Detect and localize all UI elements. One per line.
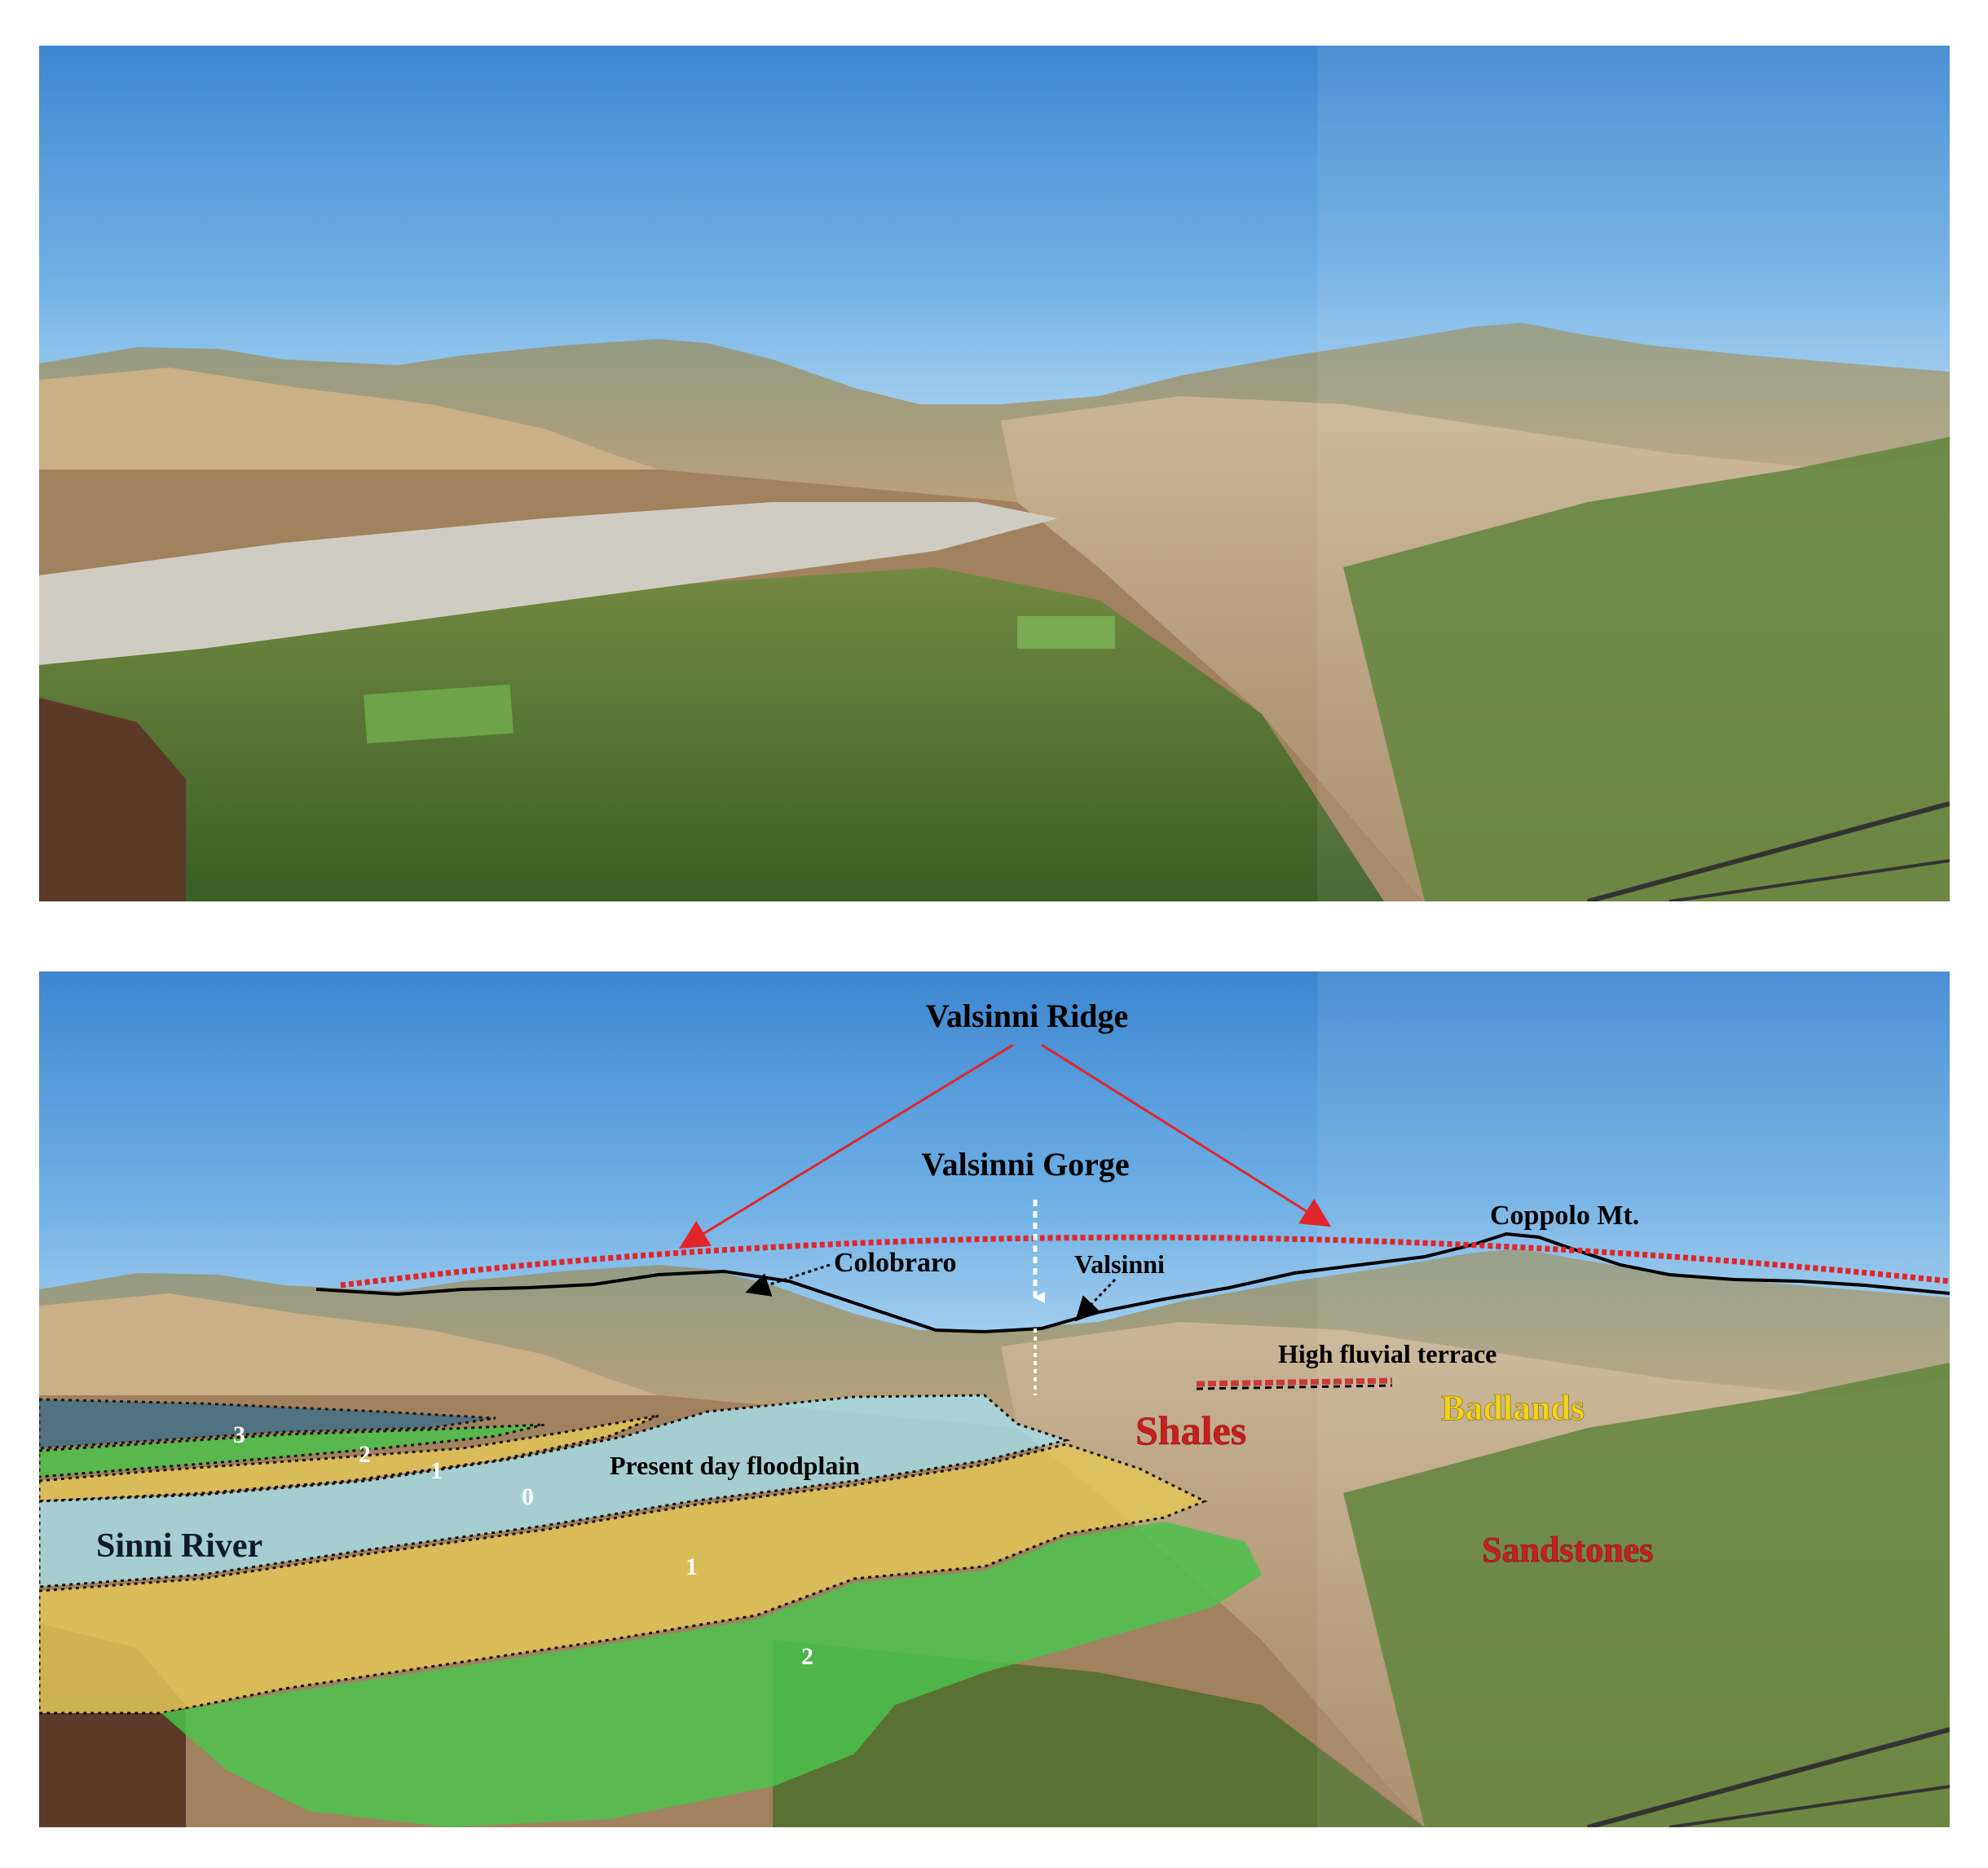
ridge-arrow-right	[1041, 1043, 1332, 1227]
vegetation-right	[1343, 437, 1950, 901]
label-valsinni-ridge: Valsinni Ridge	[926, 998, 1129, 1034]
panorama-photo-annotated: Valsinni Ridge Valsinni Gorge Coppolo Mt…	[39, 971, 1950, 1827]
label-high-fluvial-terrace: High fluvial terrace	[1278, 1339, 1497, 1368]
label-terrace-3: 3	[233, 1421, 245, 1448]
landscape-photo	[39, 46, 1950, 901]
label-valsinni-gorge: Valsinni Gorge	[921, 1146, 1129, 1183]
left-hills	[39, 368, 659, 486]
railing	[1668, 859, 1950, 901]
colobraro-arrow	[745, 1263, 831, 1297]
label-terrace-2-upper: 2	[359, 1441, 371, 1468]
valsinni-arrow	[1074, 1278, 1117, 1322]
railing	[1587, 1727, 1950, 1827]
terrace-3-area	[39, 1398, 496, 1450]
label-shales: Shales	[1135, 1408, 1246, 1453]
railing	[1668, 1785, 1950, 1827]
label-valsinni: Valsinni	[1074, 1249, 1165, 1279]
label-present-day-floodplain: Present day floodplain	[610, 1451, 860, 1480]
label-sandstones: Sandstones	[1482, 1530, 1653, 1570]
label-terrace-1-upper: 1	[430, 1457, 443, 1484]
label-terrace-0: 0	[522, 1483, 534, 1510]
label-badlands: Badlands	[1441, 1388, 1585, 1428]
railing	[1587, 801, 1950, 901]
label-terrace-2-lower: 2	[801, 1643, 813, 1670]
label-coppolo-mt: Coppolo Mt.	[1490, 1201, 1639, 1231]
terrace-1-lower-area	[39, 1443, 1208, 1715]
terrace-2-lower-area	[161, 1522, 1262, 1827]
floodplain-area	[39, 1394, 1071, 1588]
high-fluvial-terrace-marker	[1196, 1377, 1393, 1387]
ridge-profile-line	[315, 1231, 1950, 1334]
annotated-landscape: Valsinni Ridge Valsinni Gorge Coppolo Mt…	[39, 971, 1950, 1827]
field	[364, 684, 514, 744]
field	[1017, 616, 1115, 649]
panorama-photo-top	[39, 46, 1950, 901]
label-colobraro: Colobraro	[834, 1248, 956, 1278]
foreground-wall	[39, 698, 186, 901]
valsinni-ridge-line	[340, 1234, 1950, 1289]
ridge-arrow-left	[678, 1043, 1014, 1249]
vegetation-right	[1343, 1363, 1950, 1827]
high-fluvial-terrace-marker	[1196, 1384, 1393, 1390]
label-sinni-river: Sinni River	[96, 1527, 262, 1565]
terrace-1-upper-area	[39, 1414, 659, 1503]
river-bed	[39, 502, 1058, 665]
vegetation-left	[39, 567, 1384, 901]
photo-seam-overlay	[1317, 46, 1950, 901]
terrace-2-upper-area	[39, 1423, 545, 1478]
photo-seam-overlay	[1317, 971, 1950, 1827]
left-hills	[39, 1293, 659, 1412]
label-terrace-1-lower: 1	[685, 1553, 698, 1580]
